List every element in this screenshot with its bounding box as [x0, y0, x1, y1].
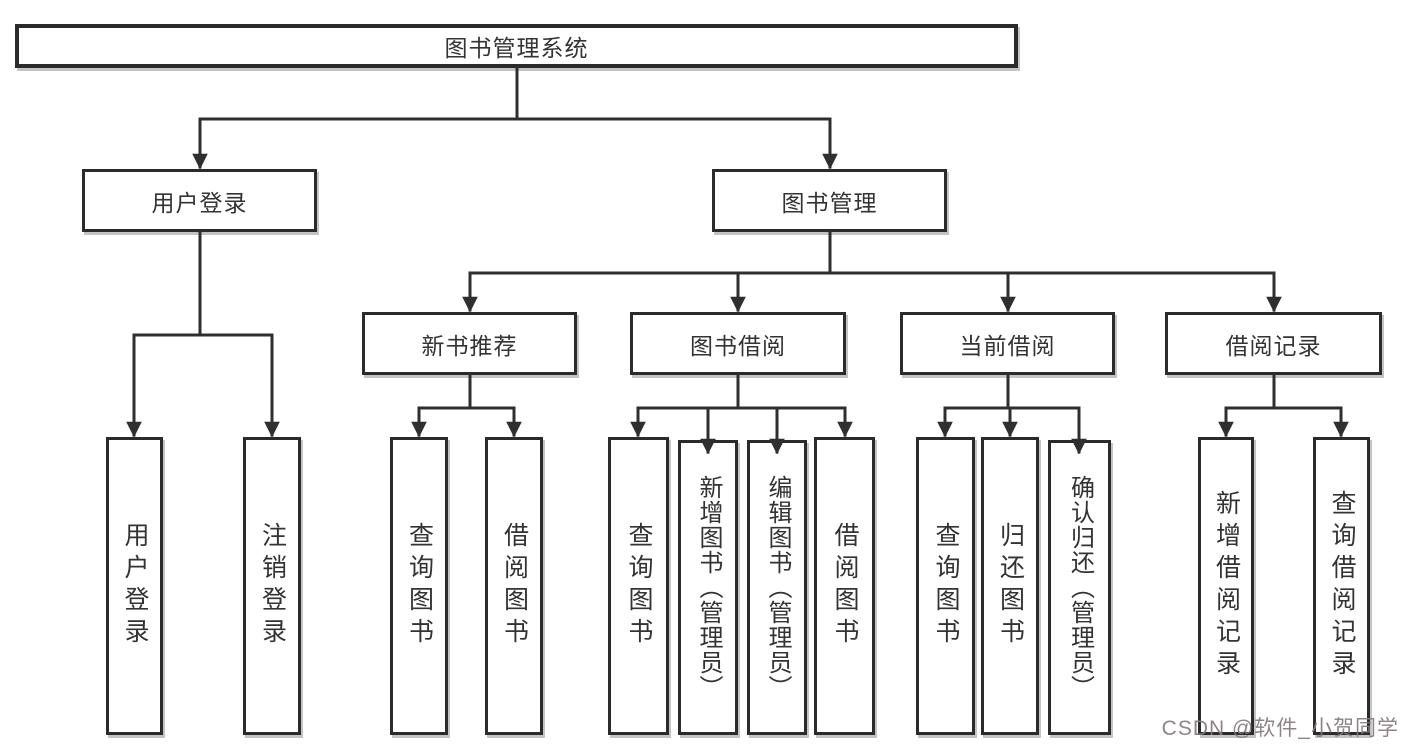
leaf-logout-label: 注销登录 [258, 522, 287, 650]
csdn-watermark: CSDN @软件_小贺同学 [1161, 717, 1399, 740]
leaf-add-books-admin: 新增图书（管理员） [678, 440, 738, 735]
leaf-borrow-books-1: 借阅图书 [485, 437, 543, 735]
node-book-borrow: 图书借阅 [630, 312, 846, 375]
leaf-add-borrow-record: 新增借阅记录 [1198, 437, 1254, 735]
leaf-borrow-books-2: 借阅图书 [814, 437, 875, 735]
leaf-query-books-3: 查询图书 [916, 437, 975, 735]
node-root-label: 图书管理系统 [444, 35, 589, 61]
node-borrow-records-label: 借阅记录 [1225, 332, 1322, 359]
node-root: 图书管理系统 [15, 24, 1018, 68]
leaf-query-books-3-label: 查询图书 [932, 522, 960, 650]
leaf-user-login: 用户登录 [106, 437, 163, 735]
node-new-book-recommend-label: 新书推荐 [421, 332, 518, 359]
node-user-login: 用户登录 [82, 169, 317, 232]
leaf-query-borrow-record: 查询借阅记录 [1313, 437, 1370, 735]
leaf-edit-books-admin-label: 编辑图书（管理员） [764, 475, 791, 700]
leaf-query-books-1: 查询图书 [390, 437, 448, 735]
leaf-query-books-1-label: 查询图书 [405, 522, 434, 650]
node-book-management-label: 图书管理 [781, 189, 878, 216]
node-borrow-records: 借阅记录 [1165, 312, 1382, 375]
leaf-logout: 注销登录 [243, 437, 301, 735]
node-user-login-label: 用户登录 [151, 189, 248, 216]
leaf-user-login-label: 用户登录 [121, 522, 149, 650]
leaf-confirm-return-admin: 确认归还（管理员） [1048, 440, 1111, 735]
leaf-edit-books-admin: 编辑图书（管理员） [747, 440, 807, 735]
leaf-return-books: 归还图书 [981, 437, 1039, 735]
leaf-borrow-books-2-label: 借阅图书 [831, 522, 859, 650]
leaf-return-books-label: 归还图书 [996, 522, 1025, 650]
leaf-query-books-2-label: 查询图书 [625, 522, 653, 650]
node-book-borrow-label: 图书借阅 [690, 332, 786, 359]
leaf-borrow-books-1-label: 借阅图书 [500, 522, 529, 650]
node-current-borrow: 当前借阅 [900, 312, 1115, 375]
node-new-book-recommend: 新书推荐 [362, 312, 577, 375]
leaf-add-borrow-record-label: 新增借阅记录 [1212, 490, 1241, 682]
leaf-query-borrow-record-label: 查询借阅记录 [1328, 490, 1356, 682]
leaf-add-books-admin-label: 新增图书（管理员） [695, 475, 722, 700]
node-book-management: 图书管理 [712, 169, 947, 232]
node-current-borrow-label: 当前借阅 [959, 332, 1056, 359]
leaf-confirm-return-admin-label: 确认归还（管理员） [1066, 475, 1094, 700]
leaf-query-books-2: 查询图书 [608, 437, 669, 735]
